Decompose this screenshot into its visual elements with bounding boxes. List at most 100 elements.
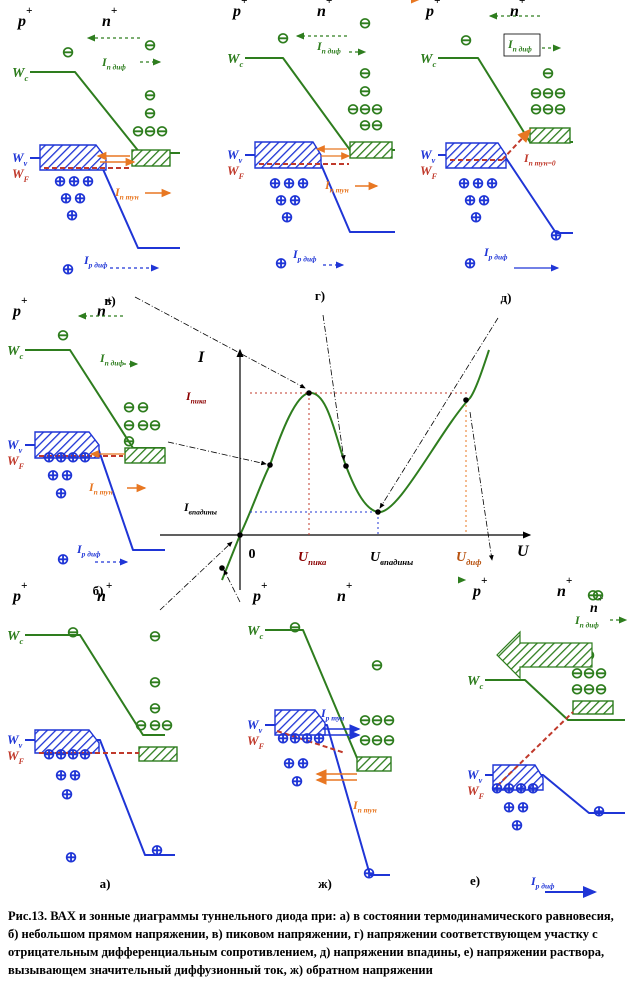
i-n-tun-left-2-label: In тун — [352, 798, 377, 815]
iv-point — [267, 462, 273, 468]
fermi-level — [276, 730, 346, 754]
wf-label: WF — [12, 166, 30, 184]
hole: ⊕ — [289, 193, 302, 209]
electron: ⊖ — [359, 713, 372, 729]
hole: ⊕ — [55, 486, 68, 502]
wc-label: Wc — [420, 52, 436, 69]
hole: ⊕ — [79, 747, 92, 763]
electron: ⊖ — [371, 118, 384, 134]
hole: ⊕ — [283, 176, 296, 192]
hole: ⊕ — [289, 731, 302, 747]
i-n-diff-right-label: In диф — [101, 55, 126, 72]
electron: ⊖ — [587, 588, 600, 604]
big-diffusion-arrow — [496, 630, 593, 680]
electron: ⊖ — [571, 682, 584, 698]
electron: ⊖ — [542, 102, 555, 118]
i-n-diff-box — [503, 33, 541, 57]
n-filled-states — [356, 756, 392, 772]
n-region-label: n+ — [337, 580, 352, 605]
hole: ⊕ — [54, 174, 67, 190]
hole: ⊕ — [593, 804, 606, 820]
electron: ⊖ — [149, 718, 162, 734]
iv-point — [219, 565, 225, 571]
iv-curve — [221, 349, 490, 581]
electron: ⊖ — [359, 733, 372, 749]
hole: ⊕ — [68, 174, 81, 190]
p-region-label: p+ — [11, 580, 27, 605]
electron: ⊖ — [144, 88, 157, 104]
pointer-lines — [134, 296, 499, 611]
hole: ⊕ — [491, 781, 504, 797]
electron: ⊖ — [359, 66, 372, 82]
wf-label: WF — [247, 733, 265, 751]
p-region-label: p+ — [424, 0, 440, 20]
p-filled-states — [492, 764, 544, 791]
fermi-level — [496, 711, 574, 787]
electron: ⊖ — [123, 400, 136, 416]
electron: ⊖ — [595, 682, 608, 698]
y-tick-valley: Iвпадины — [183, 500, 217, 517]
panel-label-e: е) — [470, 873, 480, 888]
panel-label-zh: ж) — [318, 876, 332, 891]
electron: ⊖ — [161, 718, 174, 734]
electron: ⊖ — [57, 328, 70, 344]
panel-label-g: г) — [315, 288, 325, 303]
hole: ⊕ — [486, 176, 499, 192]
electron: ⊖ — [67, 625, 80, 641]
hole: ⊕ — [66, 208, 79, 224]
electron: ⊖ — [383, 713, 396, 729]
electron: ⊖ — [144, 124, 157, 140]
wf-label: WF — [420, 163, 438, 181]
electron: ⊖ — [149, 675, 162, 691]
hole: ⊕ — [301, 731, 314, 747]
electron: ⊖ — [359, 16, 372, 32]
p-filled-states — [39, 144, 107, 171]
wc-label: Wc — [467, 674, 483, 691]
electron: ⊖ — [530, 86, 543, 102]
p-region-label: p+ — [471, 575, 487, 600]
i-p-diff-label: Ip диф — [530, 874, 555, 891]
hole: ⊕ — [464, 193, 477, 209]
electron: ⊖ — [359, 118, 372, 134]
pointer-line — [469, 411, 494, 561]
electron: ⊖ — [460, 33, 473, 49]
electron: ⊖ — [542, 86, 555, 102]
n-filled-states — [349, 141, 393, 159]
hole: ⊕ — [55, 450, 68, 466]
hole: ⊕ — [61, 468, 74, 484]
hole: ⊕ — [62, 262, 75, 278]
p-region-label: p+ — [11, 295, 27, 320]
hole: ⊕ — [65, 850, 78, 866]
electron: ⊖ — [542, 66, 555, 82]
electron: ⊖ — [149, 629, 162, 645]
n-filled-states — [124, 447, 166, 464]
hole: ⊕ — [517, 800, 530, 816]
fermi-cross-arrow — [501, 128, 532, 161]
hole: ⊕ — [67, 747, 80, 763]
hole: ⊕ — [464, 256, 477, 272]
x-axis-label: U — [517, 543, 530, 560]
x-tick-peak: Uпика — [298, 550, 327, 567]
figure-caption: Рис.13. ВАХ и зонные диаграммы туннельно… — [8, 909, 614, 977]
hole: ⊕ — [60, 191, 73, 207]
n-filled-states — [138, 746, 178, 762]
hole: ⊕ — [511, 818, 524, 834]
i-tun-zero-label: In тун=0 — [523, 151, 556, 168]
pointer-line — [159, 541, 233, 611]
wf-label: WF — [467, 783, 485, 801]
hole: ⊕ — [283, 756, 296, 772]
hole: ⊕ — [67, 450, 80, 466]
hole: ⊕ — [297, 756, 310, 772]
hole: ⊕ — [79, 450, 92, 466]
hole: ⊕ — [363, 866, 376, 882]
electron: ⊖ — [156, 124, 169, 140]
pointer-line — [223, 569, 241, 603]
electron: ⊖ — [554, 86, 567, 102]
p-filled-states — [254, 141, 322, 169]
i-p-diff-label: Ip диф — [483, 245, 508, 262]
hole: ⊕ — [281, 210, 294, 226]
